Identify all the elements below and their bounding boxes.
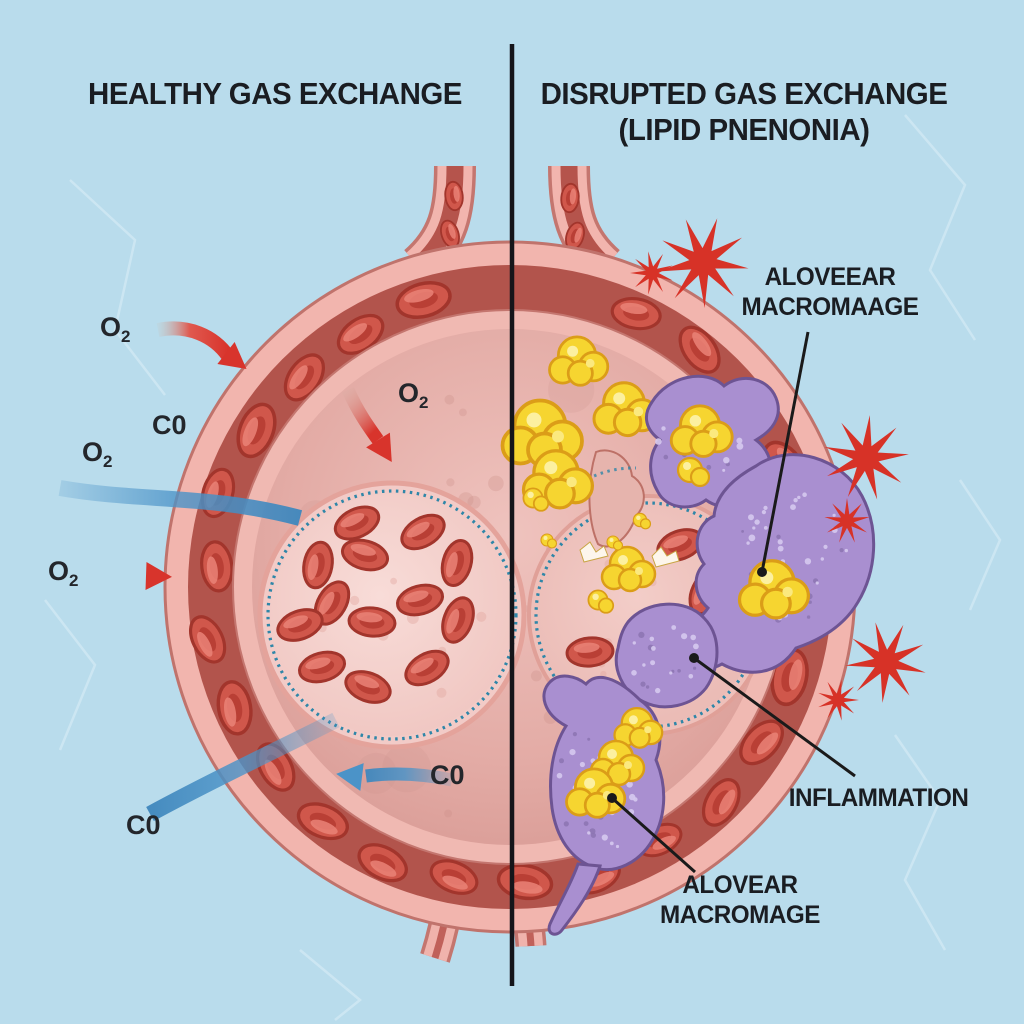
o2-arrow-icon [95, 562, 173, 591]
label-o2-inside: O2 [398, 378, 429, 412]
title-disrupted-subtitle: (LIPID PNENONIA) [618, 112, 870, 147]
background-texture [44, 114, 1002, 1021]
title-disrupted: DISRUPTED GAS EXCHANGE (LIPID PNENONIA) [540, 76, 948, 147]
title-healthy: HEALTHY GAS EXCHANGE [88, 76, 462, 111]
label-co-inside: C0 [430, 760, 465, 790]
label-o2-outer-mid: O2 [82, 437, 113, 471]
annotation-pointer [611, 796, 696, 874]
annotation-pointers [607, 331, 856, 874]
label-co-outer-top: C0 [152, 410, 187, 440]
label-o2-outer-top: O2 [100, 312, 131, 346]
label-co-outer-bottom: C0 [126, 810, 161, 840]
macrophage-center [614, 602, 719, 709]
o2-arrow-icon [342, 387, 404, 470]
co2-arrow-icon [334, 759, 454, 791]
label-o2-outer-bottom: O2 [48, 556, 79, 590]
co2-flow-stream [58, 480, 303, 526]
gas-flow-arrows [58, 321, 454, 822]
annotation-pointer [760, 331, 810, 573]
label-alveolar-macrophage-top: ALOVEEAR MACROMAAGE [741, 263, 919, 321]
damaged-septum-flap [558, 449, 680, 568]
macrophage-tail [547, 862, 603, 936]
o2-arrow-icon [156, 321, 256, 381]
annotation-pointer [693, 656, 856, 778]
label-alveolar-macrophage-bottom: ALOVEAR MACROMAGE [660, 871, 820, 929]
label-inflammation: INFLAMMATION [788, 784, 969, 812]
co2-flow-stream [146, 712, 340, 822]
